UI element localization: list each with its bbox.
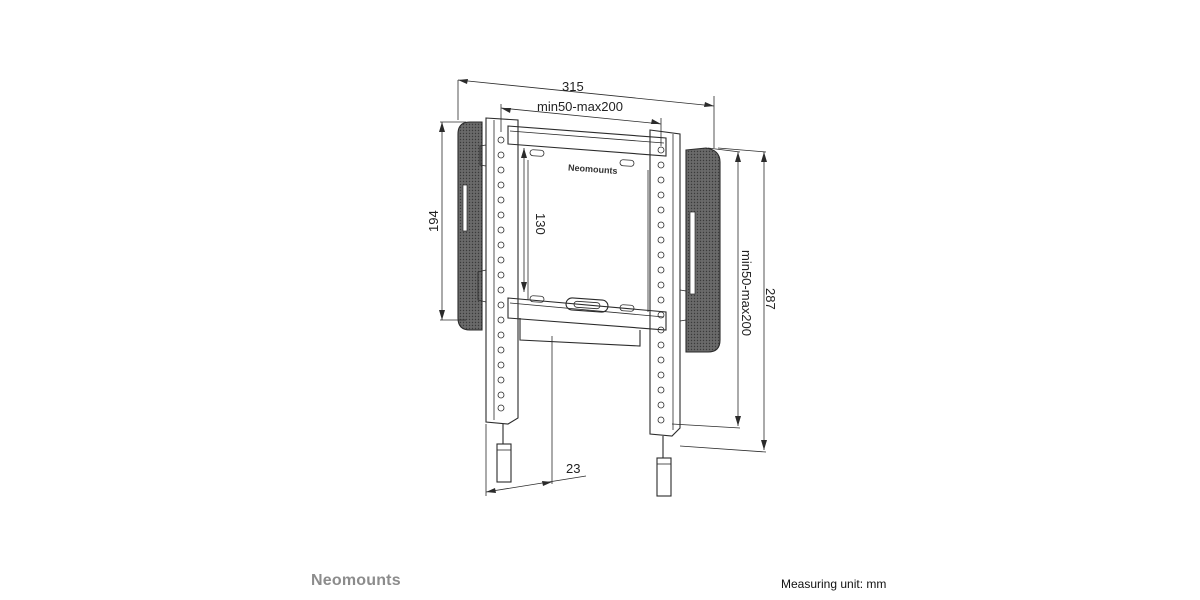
- right-screen-arm: [649, 129, 687, 497]
- left-arm-holes: [497, 136, 505, 412]
- dim-label-overall-width: 315: [562, 79, 584, 94]
- dimension-vesa-width: min50-max200: [500, 99, 662, 146]
- measuring-unit-note: Measuring unit: mm: [781, 577, 887, 591]
- left-screen-arm: [477, 117, 519, 483]
- dimension-overall-height: 287: [679, 147, 778, 453]
- dim-label-vesa-width: min50-max200: [537, 99, 623, 114]
- dim-label-vesa-height: min50-max200: [739, 250, 754, 336]
- dim-label-bracket-height: 194: [426, 210, 441, 232]
- dimension-bracket-height: 194: [426, 121, 466, 321]
- wall-plate: Neomounts: [507, 125, 667, 347]
- brand-logo-text: Neomounts: [311, 572, 401, 589]
- dim-label-overall-height: 287: [763, 288, 778, 310]
- dimension-overall-width: 315: [457, 79, 715, 148]
- plate-brand-label: Neomounts: [568, 162, 618, 175]
- right-wall-pad: [685, 147, 721, 353]
- left-wall-pad: [457, 121, 483, 331]
- dimension-vesa-height: min50-max200: [671, 147, 754, 429]
- right-arm-holes: [657, 146, 665, 424]
- dim-label-wall-distance: 23: [566, 461, 580, 476]
- dim-label-rail-spacing: 130: [533, 213, 548, 235]
- dimension-wall-distance: 23: [485, 336, 587, 496]
- dimension-rail-spacing: 130: [521, 148, 548, 292]
